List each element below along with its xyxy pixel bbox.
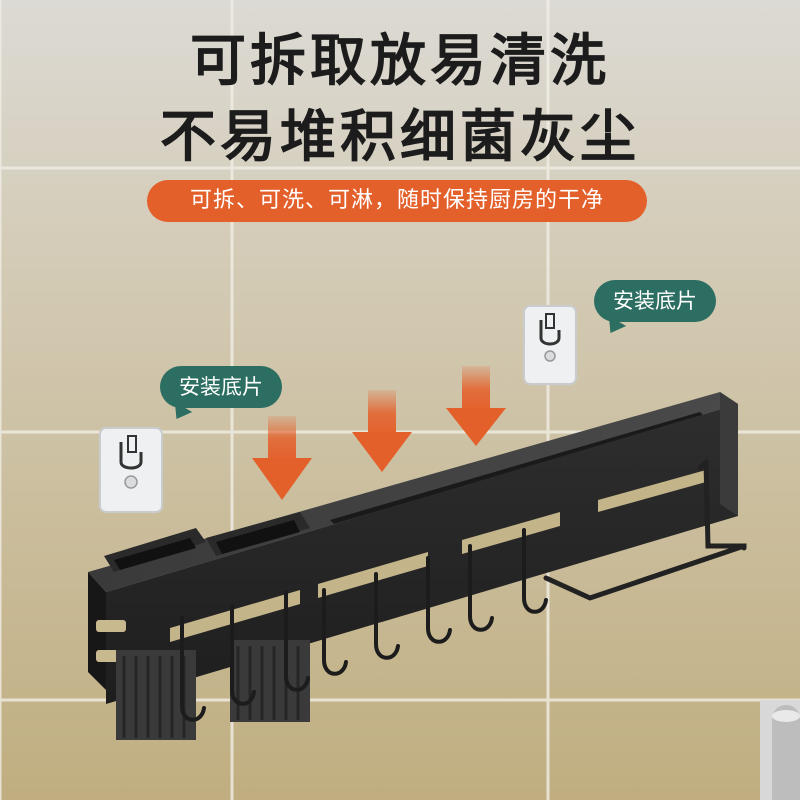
hook-3 — [284, 590, 310, 692]
headline-line-2: 不易堆积细菌灰尘 — [160, 105, 640, 170]
down-arrow-icon-2 — [352, 390, 412, 472]
callout-left-label: 安装底片 — [179, 375, 263, 399]
hook-7 — [468, 544, 494, 632]
hook-5 — [374, 572, 400, 660]
hook-2 — [230, 604, 256, 706]
mounting-plate-right — [523, 305, 577, 385]
hooks — [180, 528, 548, 722]
callout-left: 安装底片 — [160, 366, 282, 425]
hook-1 — [180, 616, 206, 722]
hook-4 — [322, 588, 348, 676]
mounting-plate-left — [99, 427, 163, 513]
utensil-cup-left — [104, 528, 206, 740]
down-arrow-icon-1 — [252, 416, 312, 500]
towel-bar — [543, 459, 747, 601]
hook-8 — [522, 528, 548, 614]
headline-line-1: 可拆取放易清洗 — [190, 29, 610, 94]
faucet-decor — [760, 700, 800, 800]
subtitle-pill: 可拆、可洗、可淋，随时保持厨房的干净 — [147, 180, 647, 222]
down-arrow-icon-3 — [446, 366, 506, 446]
callout-right-label: 安装底片 — [613, 289, 697, 313]
callout-right: 安装底片 — [594, 280, 716, 339]
hook-6 — [426, 556, 452, 644]
